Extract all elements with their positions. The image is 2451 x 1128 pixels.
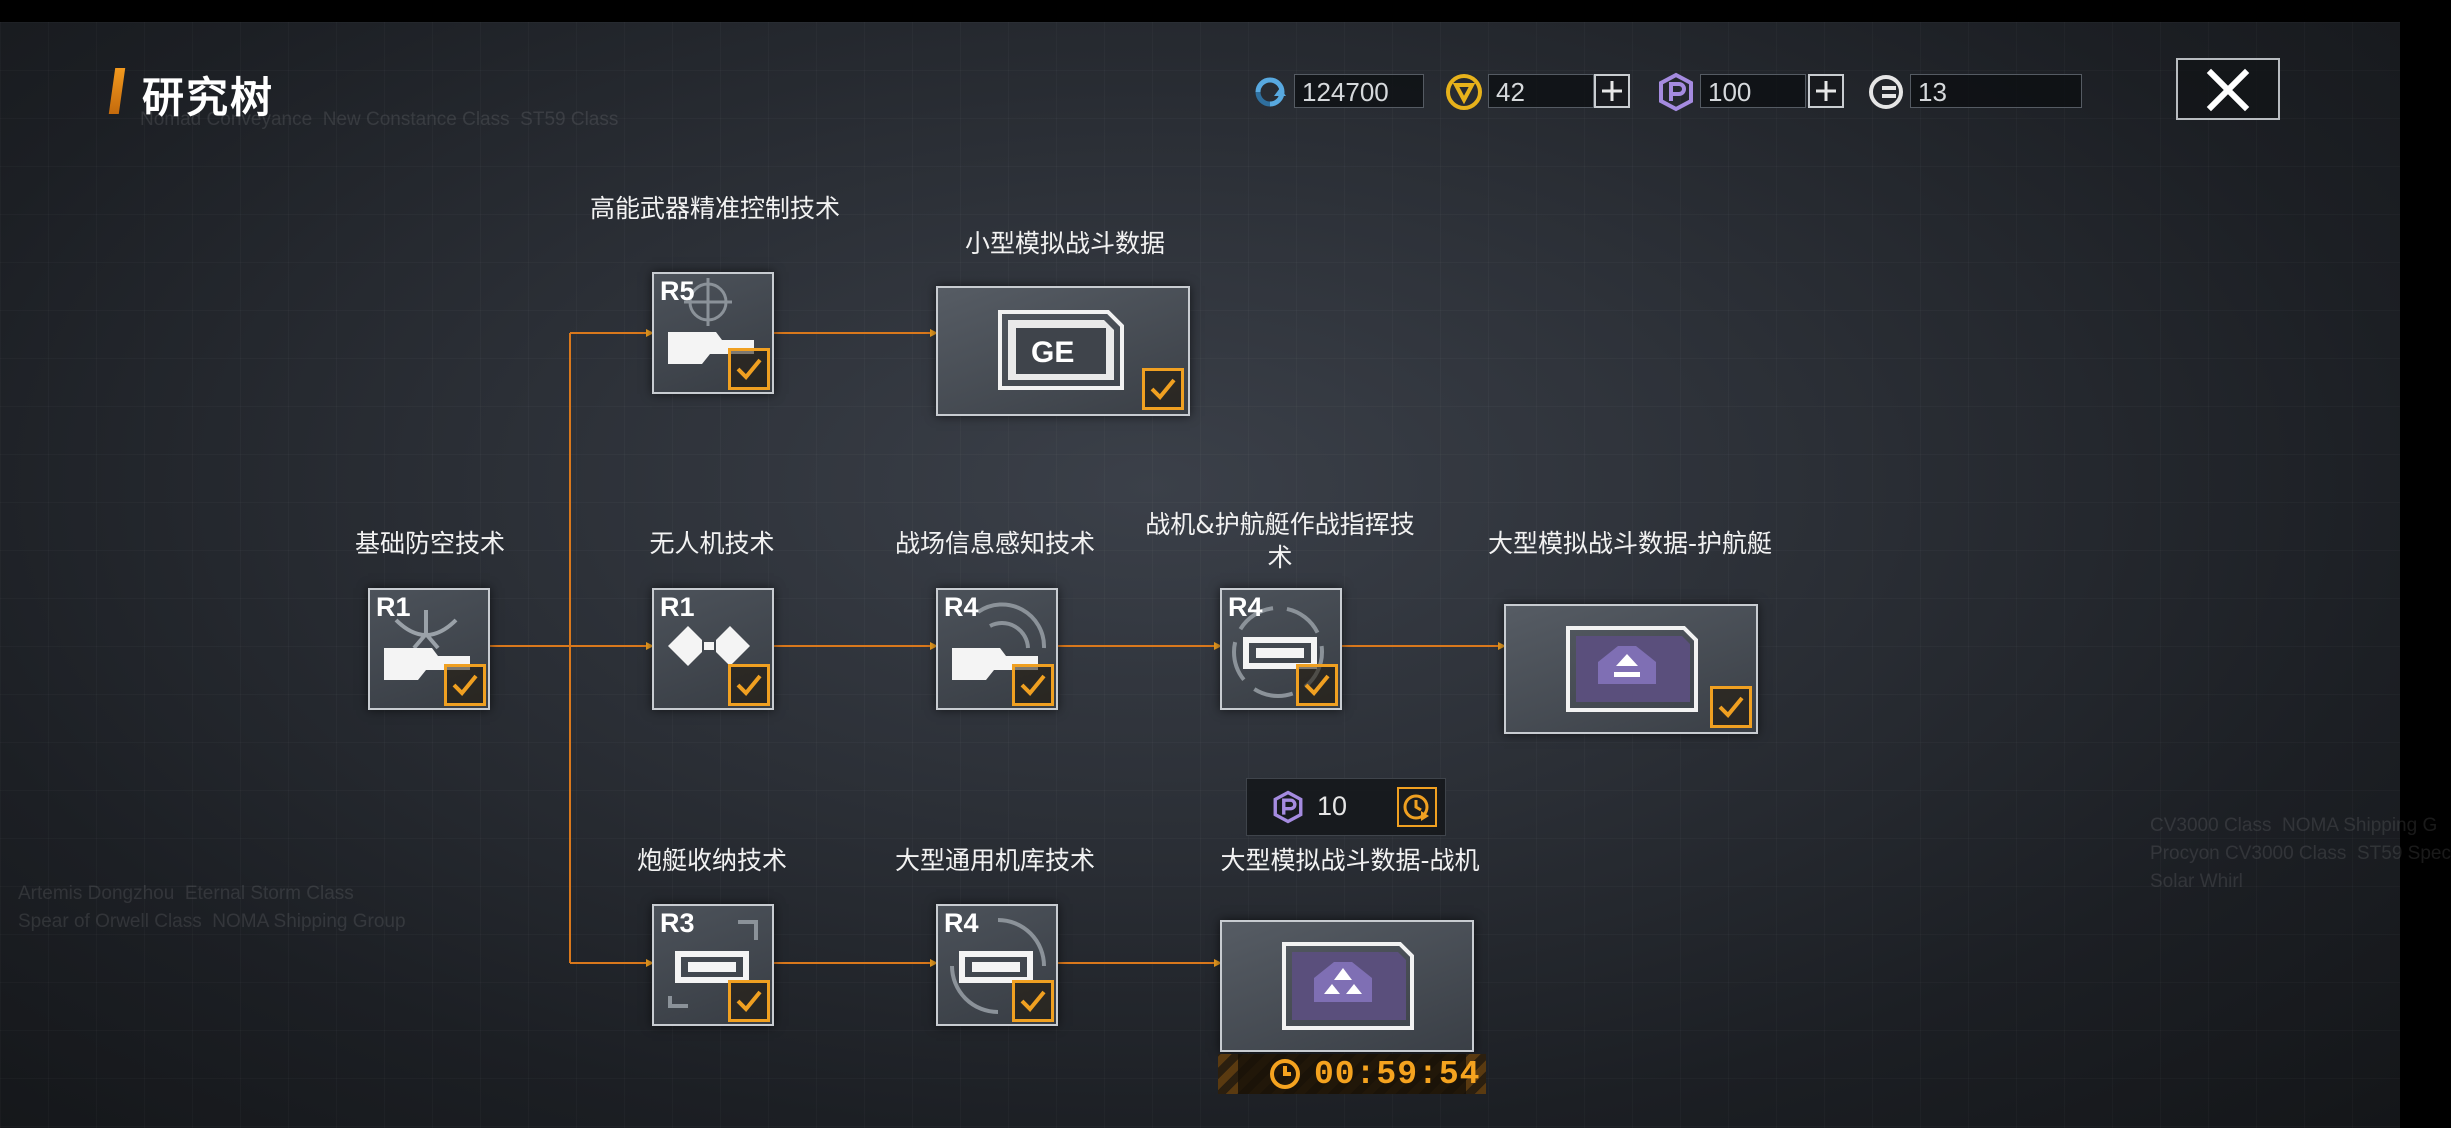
research-node-fighter-escort-command[interactable]: R4 (1220, 588, 1342, 710)
add-gold-button[interactable] (1594, 74, 1630, 108)
premium-box (1700, 74, 1806, 108)
watermark-text: Solar Whirl (2150, 871, 2243, 892)
node-label: 炮艇收纳技术 (636, 846, 787, 875)
timer-panel: 00:59:54 (1238, 1054, 1479, 1094)
tier-badge: R4 (944, 908, 979, 938)
completed-check-icon (1296, 664, 1338, 706)
node-label: 战机&护航艇作战指挥技术 (1145, 510, 1415, 572)
timer-value: 00:59:54 (1314, 1056, 1481, 1093)
watermark-text: Procyon CV3000 Class ST59 Spec (2150, 843, 2451, 864)
purple-data-chip-icon (1282, 942, 1414, 1030)
g-coin-icon (1869, 75, 1903, 109)
node-label: 大型模拟战斗数据-护航艇 (1487, 529, 1773, 558)
completed-check-icon (1012, 664, 1054, 706)
data-chip-icon: GE (998, 310, 1124, 390)
node-label: 大型通用机库技术 (894, 846, 1095, 875)
research-node-battlefield-sensing[interactable]: R4 (936, 588, 1058, 710)
tree-connectors (490, 329, 1506, 967)
node-label: 小型模拟战斗数据 (964, 229, 1165, 258)
tokens-box (1910, 74, 2082, 108)
node-label: 战场信息感知技术 (894, 529, 1095, 558)
tier-badge: R1 (660, 592, 695, 622)
page-title: 研究树 (142, 73, 275, 122)
research-node-large-sim-fighter[interactable] (1220, 920, 1474, 1052)
credits-box (1294, 74, 1424, 108)
completed-check-icon (1012, 980, 1054, 1022)
research-node-large-hangar[interactable]: R4 (936, 904, 1058, 1026)
tier-badge: R3 (660, 908, 695, 938)
close-button[interactable] (2176, 58, 2280, 120)
purple-p-icon (1273, 790, 1303, 824)
watermark-text: Artemis Dongzhou Eternal Storm Class (18, 883, 354, 904)
close-x-icon (2206, 68, 2250, 112)
triangle-coin-icon (1446, 74, 1482, 110)
completed-check-icon (1142, 368, 1184, 410)
credits-value: 124700 (1302, 77, 1389, 107)
node-label: 基础防空技术 (354, 529, 505, 558)
completed-check-icon (444, 664, 486, 706)
drone-icon (668, 626, 750, 666)
gold-box (1488, 74, 1594, 108)
watermark-text: CV3000 Class NOMA Shipping G (2150, 815, 2438, 836)
tier-badge: R5 (660, 276, 695, 306)
chip-badge-text: GE (1031, 336, 1074, 369)
radar-sweep-icon (952, 602, 1047, 680)
premium-value: 100 (1708, 77, 1752, 107)
background-grid (0, 22, 2400, 1128)
research-node-large-sim-escort[interactable] (1504, 604, 1758, 734)
research-node-drone-tech[interactable]: R1 (652, 588, 774, 710)
gold-value: 42 (1496, 77, 1525, 107)
clock-icon (1270, 1059, 1300, 1089)
completed-check-icon (728, 980, 770, 1022)
add-premium-button[interactable] (1808, 74, 1844, 108)
research-node-precision-control[interactable]: R5 (652, 272, 774, 394)
watermark-text: Spear of Orwell Class NOMA Shipping Grou… (18, 911, 406, 932)
research-node-small-sim-data[interactable]: GE (936, 286, 1190, 416)
purple-p-icon (1659, 72, 1693, 112)
tokens-value: 13 (1918, 77, 1947, 107)
tier-badge: R4 (1228, 592, 1263, 622)
cycle-icon (1255, 77, 1286, 107)
purple-data-chip-icon (1566, 626, 1698, 712)
node-label: 高能武器精准控制技术 (589, 194, 840, 223)
node-label: 无人机技术 (649, 529, 775, 558)
radar-dish-icon (384, 610, 470, 680)
research-node-gunboat-storage[interactable]: R3 (652, 904, 774, 1026)
watermark-text: Nomad Conveyance New Constance Class ST5… (140, 109, 619, 130)
speedup-button[interactable] (1397, 787, 1437, 827)
tier-badge: R4 (944, 592, 979, 622)
crosshair-weapon-icon (668, 278, 754, 364)
research-cost-value: 10 (1317, 791, 1348, 821)
research-tree-screen: Nomad Conveyance New Constance Class ST5… (0, 22, 2451, 1128)
tier-badge: R1 (376, 592, 411, 622)
speedup-clock-icon (1403, 794, 1429, 821)
research-node-basic-air-defense[interactable]: R1 (368, 588, 490, 710)
research-cost-panel: 10 (1246, 778, 1446, 836)
completed-check-icon (1710, 686, 1752, 728)
node-label: 大型模拟战斗数据-战机 (1220, 846, 1480, 875)
completed-check-icon (728, 664, 770, 706)
completed-check-icon (728, 348, 770, 390)
research-timer: 00:59:54 (1218, 1054, 1486, 1094)
